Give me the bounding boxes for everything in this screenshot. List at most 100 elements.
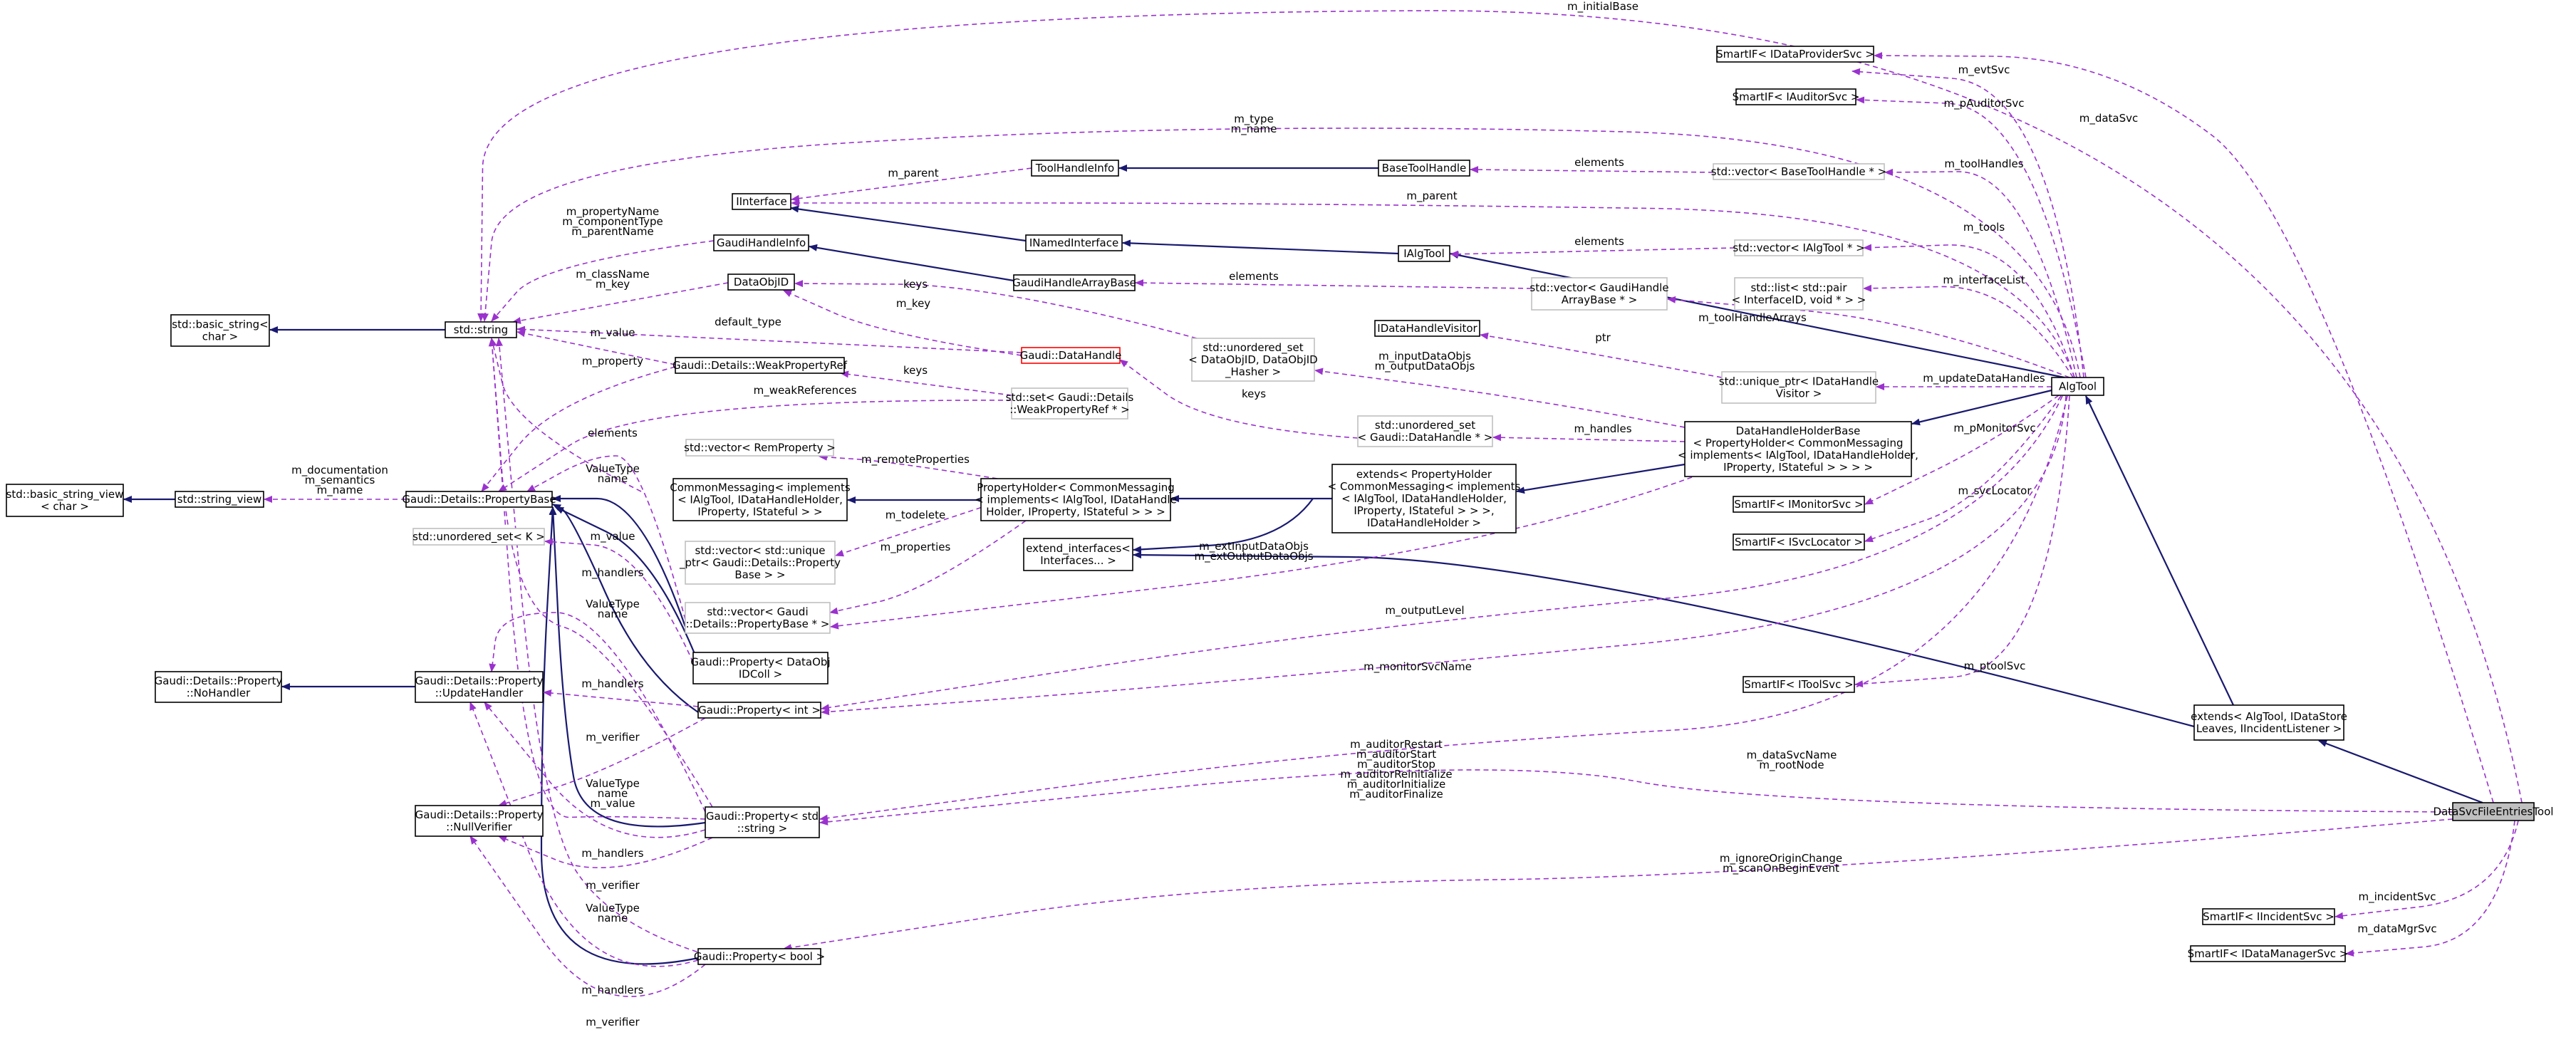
edge-label-m-svc-locator: m_svcLocator <box>1958 484 2032 498</box>
class-name-line: ArrayBase * > <box>1562 293 1638 306</box>
edge-label-line: m_evtSvc <box>1958 63 2010 77</box>
edge-label-line: m_monitorSvcName <box>1364 660 1472 674</box>
member-edge-m-tool-handle-arrays <box>1667 296 2070 378</box>
class-name-line: std::string_view <box>177 493 261 506</box>
class-node-smart-iftool-svc[interactable]: SmartIF< IToolSvc > <box>1743 676 1855 693</box>
class-node-data-obj-id[interactable]: DataObjID <box>727 274 795 291</box>
class-name-line: IInterface <box>736 195 787 208</box>
class-name-line: ToolHandleInfo <box>1035 162 1114 175</box>
class-box <box>175 491 264 508</box>
class-node-data-handle-holder-base[interactable]: DataHandleHolderBase< PropertyHolder< Co… <box>1678 421 1918 477</box>
class-node-idata-handle-visitor[interactable]: IDataHandleVisitor <box>1374 320 1480 337</box>
class-node-property-holder[interactable]: PropertyHolder< CommonMessaging< impleme… <box>975 478 1177 521</box>
member-edge-valuetype-name-1 <box>489 338 642 492</box>
class-node-alg-tool[interactable]: AlgTool <box>2051 377 2104 396</box>
class-node-ialg-tool[interactable]: IAlgTool <box>1398 245 1450 262</box>
class-node-iinterface[interactable]: IInterface <box>732 193 791 210</box>
class-node-data-handle[interactable]: Gaudi::DataHandle <box>1020 347 1122 364</box>
class-box <box>685 602 831 634</box>
class-name-line: IProperty, IStateful > > >, <box>1354 504 1494 517</box>
class-name: Gaudi::Property< int > <box>698 704 821 717</box>
edge-label-line: m_name <box>317 484 363 497</box>
class-name-line: SmartIF< IIncidentSvc > <box>2203 910 2334 923</box>
class-box <box>1378 160 1470 177</box>
class-name-line: ::WeakPropertyRef * > <box>1009 403 1130 416</box>
class-node-unordered-set-data-handle[interactable]: std::unordered_set< Gaudi::DataHandle * … <box>1357 415 1493 447</box>
class-node-basic-string[interactable]: std::basic_string<char > <box>170 314 270 347</box>
edge-label-line: m_semantics <box>305 474 375 487</box>
class-name-line: Gaudi::Property< DataObj <box>690 656 830 669</box>
class-name-line: IAlgTool <box>1403 247 1445 260</box>
class-name: std::unordered_set< Gaudi::DataHandle * … <box>1358 419 1493 444</box>
class-node-data-svc-file-entries-tool[interactable]: DataSvcFileEntriesTool <box>2434 802 2554 821</box>
class-name: Gaudi::Details::PropertyBase <box>402 493 556 506</box>
class-name: AlgTool <box>2059 380 2097 393</box>
class-node-basic-string-view[interactable]: std::basic_string_view< char > <box>6 484 124 517</box>
class-node-vector-base-tool-handle[interactable]: std::vector< BaseToolHandle * > <box>1711 163 1886 180</box>
class-node-null-verifier[interactable]: Gaudi::Details::Property::NullVerifier <box>415 805 544 837</box>
member-edge-m-handlers-1 <box>489 612 706 813</box>
edge-label-m-parent: m_parent <box>1406 189 1457 203</box>
class-node-no-handler[interactable]: Gaudi::Details::Property::NoHandler <box>155 671 283 703</box>
class-node-vector-rem-property[interactable]: std::vector< RemProperty > <box>684 439 836 457</box>
class-node-gaudi-handle-info[interactable]: GaudiHandleInfo <box>713 234 809 251</box>
class-node-unordered-set-k[interactable]: std::unordered_set< K > <box>412 528 545 546</box>
class-name: Gaudi::DataHandle <box>1020 349 1122 362</box>
class-name: std::vector< std::unique_ptr< Gaudi::Det… <box>679 544 841 581</box>
edges-layer <box>123 10 2523 997</box>
member-edge-m-tools <box>1863 244 2075 378</box>
class-node-smart-ifdata-manager-svc[interactable]: SmartIF< IDataManagerSvc > <box>2188 945 2349 962</box>
class-name-line: AlgTool <box>2059 380 2097 393</box>
class-node-property-string[interactable]: Gaudi::Property< std::string > <box>705 806 820 838</box>
class-name-line: std::set< Gaudi::Details <box>1006 391 1134 404</box>
member-edge-keys-dataobjid <box>794 280 1198 339</box>
class-node-smart-ifmonitor-svc[interactable]: SmartIF< IMonitorSvc > <box>1733 496 1865 513</box>
class-node-tool-handle-info[interactable]: ToolHandleInfo <box>1031 160 1119 177</box>
edge-label-m-evt-svc: m_evtSvc <box>1958 63 2010 77</box>
class-node-property-base[interactable]: Gaudi::Details::PropertyBase <box>402 491 556 508</box>
class-node-smart-ifdata-provider-svc[interactable]: SmartIF< IDataProviderSvc > <box>1716 46 1874 63</box>
class-name: DataHandleHolderBase< PropertyHolder< Co… <box>1678 425 1918 474</box>
edge-label-m-tool-handles: m_toolHandles <box>1944 157 2023 171</box>
class-name-line: ::Details::PropertyBase * > <box>686 618 830 630</box>
class-box <box>732 193 791 210</box>
class-name-line: Gaudi::Property< int > <box>698 704 821 717</box>
class-node-unordered-set-data-obj-id[interactable]: std::unordered_set< DataObjID, DataObjID… <box>1188 338 1318 382</box>
class-name-line: PropertyHolder< CommonMessaging <box>977 481 1175 494</box>
class-node-string-view[interactable]: std::string_view <box>175 491 264 508</box>
class-name: SmartIF< IDataManagerSvc > <box>2188 947 2349 960</box>
class-node-property-int[interactable]: Gaudi::Property< int > <box>697 702 821 719</box>
class-name-line: extends< PropertyHolder <box>1356 468 1492 481</box>
class-node-weak-property-ref[interactable]: Gaudi::Details::WeakPropertyRef <box>672 357 848 374</box>
class-node-extends-property-holder[interactable]: extends< PropertyHolder< CommonMessaging… <box>1328 464 1521 533</box>
class-node-set-weak-property-ref[interactable]: std::set< Gaudi::Details::WeakPropertyRe… <box>1006 387 1134 420</box>
class-node-string[interactable]: std::string <box>445 321 517 338</box>
class-name: std::string <box>454 323 508 336</box>
class-node-vector-unique-ptr[interactable]: std::vector< std::unique_ptr< Gaudi::Det… <box>679 541 841 585</box>
edge-label-line: m_updateDataHandles <box>1923 372 2045 385</box>
class-node-gaudi-handle-array-base[interactable]: GaudiHandleArrayBase <box>1012 274 1136 291</box>
class-node-base-tool-handle[interactable]: BaseToolHandle <box>1378 160 1470 177</box>
class-node-property-bool[interactable]: Gaudi::Property< bool > <box>694 948 825 965</box>
class-node-inamed-interface[interactable]: INamedInterface <box>1025 234 1123 251</box>
class-name-line: std::vector< IAlgTool * > <box>1733 241 1864 254</box>
class-node-list-pair[interactable]: std::list< std::pair< InterfaceID, void … <box>1732 277 1866 311</box>
class-node-common-messaging[interactable]: CommonMessaging< implements< IAlgTool, I… <box>670 478 851 521</box>
class-node-smart-ifauditor-svc[interactable]: SmartIF< IAuditorSvc > <box>1733 88 1860 105</box>
edge-label-m-update-data-handles: m_updateDataHandles <box>1923 372 2045 385</box>
class-node-smart-ifincident-svc[interactable]: SmartIF< IIncidentSvc > <box>2202 908 2335 925</box>
member-edge-m-weak-references <box>498 400 1012 492</box>
class-name: SmartIF< IToolSvc > <box>1744 678 1853 691</box>
class-node-update-handler[interactable]: Gaudi::Details::Property::UpdateHandler <box>415 671 544 703</box>
class-node-vector-ialg-tool[interactable]: std::vector< IAlgTool * > <box>1733 239 1865 256</box>
class-name-line: CommonMessaging< implements <box>670 481 851 494</box>
class-node-smart-ifsvc-locator[interactable]: SmartIF< ISvcLocator > <box>1733 533 1865 551</box>
class-node-vector-property-base[interactable]: std::vector< Gaudi::Details::PropertyBas… <box>685 602 831 634</box>
class-node-extend-interfaces[interactable]: extend_interfaces<Interfaces... > <box>1023 538 1133 571</box>
